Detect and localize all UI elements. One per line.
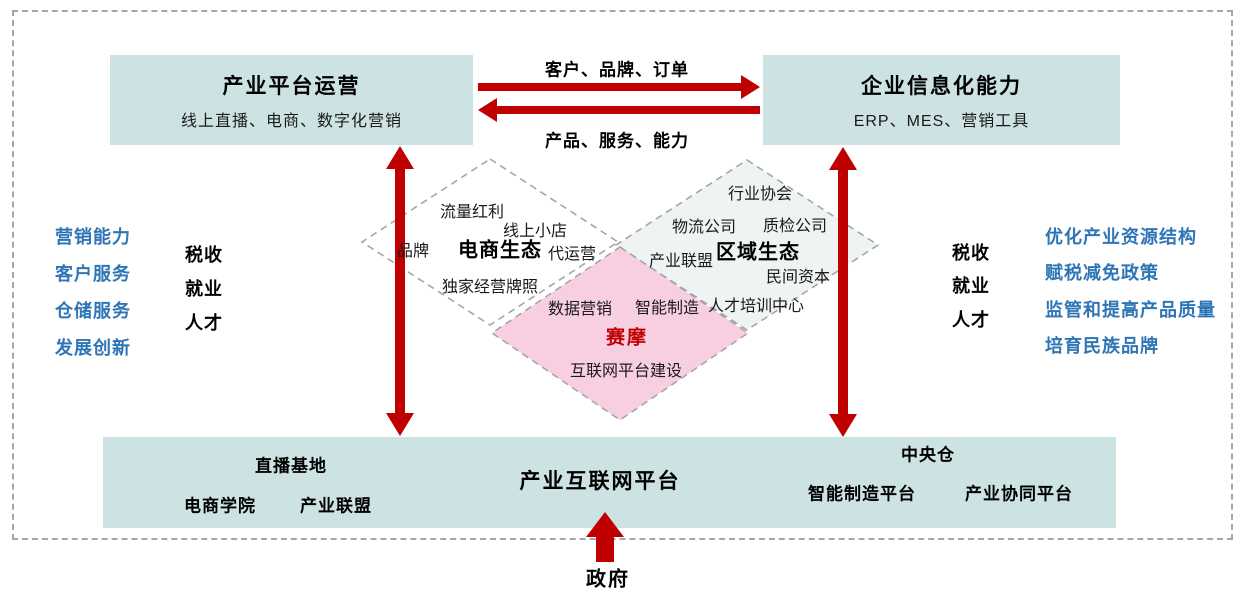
regional-item-talent-training: 人才培训中心	[707, 298, 805, 315]
right-flow-arrow	[478, 75, 760, 99]
bottom-item-industry-collaboration-platform: 产业协同平台	[965, 484, 1073, 504]
bottom-arrow-label: 产品、服务、能力	[545, 131, 689, 151]
bottom-item-ecommerce-academy: 电商学院	[184, 496, 256, 516]
bottom-item-central-warehouse: 中央仓	[901, 445, 955, 465]
core-item-data-marketing: 数据营销	[547, 301, 613, 318]
industry-platform-operation-box: 产业平台运营 线上直播、电商、数字化营销	[110, 55, 473, 145]
ecommerce-item-license: 独家经营牌照	[441, 279, 539, 296]
enterprise-informatization-subtitle: ERP、MES、营销工具	[853, 112, 1030, 130]
right-benefit-tax-relief: 赋税减免政策	[1045, 263, 1159, 283]
industrial-internet-platform-box	[103, 437, 1116, 528]
regional-ecosystem-title: 区域生态	[716, 241, 800, 264]
right-benefit-national-brand: 培育民族品牌	[1045, 336, 1159, 356]
left-outcome-talent: 人才	[185, 313, 223, 333]
ecommerce-item-agent-operation: 代运营	[547, 246, 597, 263]
bottom-item-smart-manufacturing-platform: 智能制造平台	[808, 484, 916, 504]
enterprise-informatization-box: 企业信息化能力 ERP、MES、营销工具	[763, 55, 1120, 145]
bottom-item-industry-alliance: 产业联盟	[300, 496, 372, 516]
regional-item-quality-inspection: 质检公司	[762, 218, 828, 235]
left-vertical-double-arrow	[386, 146, 414, 436]
right-benefit-quality-supervision: 监管和提高产品质量	[1045, 300, 1216, 320]
industry-platform-operation-title: 产业平台运营	[222, 74, 361, 98]
right-outcome-tax: 税收	[952, 243, 990, 263]
ecommerce-ecosystem-title: 电商生态	[458, 239, 542, 262]
ecommerce-item-brand: 品牌	[396, 243, 430, 260]
bottom-item-livestream-base: 直播基地	[255, 456, 327, 476]
right-outcome-employment: 就业	[952, 276, 990, 296]
core-platform-diamond	[490, 246, 750, 421]
right-outcome-talent: 人才	[952, 310, 990, 330]
left-benefit-customer-service: 客户服务	[55, 264, 131, 284]
ecommerce-item-online-shop: 线上小店	[502, 223, 568, 240]
regional-item-industry-alliance: 产业联盟	[648, 253, 714, 270]
enterprise-informatization-title: 企业信息化能力	[861, 74, 1022, 98]
left-benefit-innovation: 发展创新	[55, 338, 131, 358]
government-up-arrow	[586, 512, 624, 562]
core-item-internet-platform: 互联网平台建设	[569, 363, 683, 380]
regional-item-logistics: 物流公司	[671, 219, 737, 236]
core-company-name: 赛摩	[605, 327, 649, 349]
ecommerce-item-traffic: 流量红利	[439, 204, 505, 221]
regional-item-industry-association: 行业协会	[727, 186, 793, 203]
left-outcome-employment: 就业	[185, 279, 223, 299]
dashed-frame	[12, 10, 1233, 540]
left-benefit-marketing: 营销能力	[55, 227, 131, 247]
industrial-internet-platform-title: 产业互联网平台	[519, 470, 681, 493]
top-arrow-label: 客户、品牌、订单	[545, 60, 689, 80]
right-benefit-resource-structure: 优化产业资源结构	[1045, 227, 1197, 247]
left-flow-arrow	[478, 98, 760, 122]
right-vertical-double-arrow	[829, 147, 857, 437]
regional-item-private-capital: 民间资本	[765, 269, 831, 286]
industry-platform-operation-subtitle: 线上直播、电商、数字化营销	[180, 112, 402, 130]
core-item-smart-manufacturing: 智能制造	[634, 300, 700, 317]
government-label: 政府	[586, 568, 630, 591]
left-outcome-tax: 税收	[185, 245, 223, 265]
left-benefit-warehousing: 仓储服务	[55, 301, 131, 321]
